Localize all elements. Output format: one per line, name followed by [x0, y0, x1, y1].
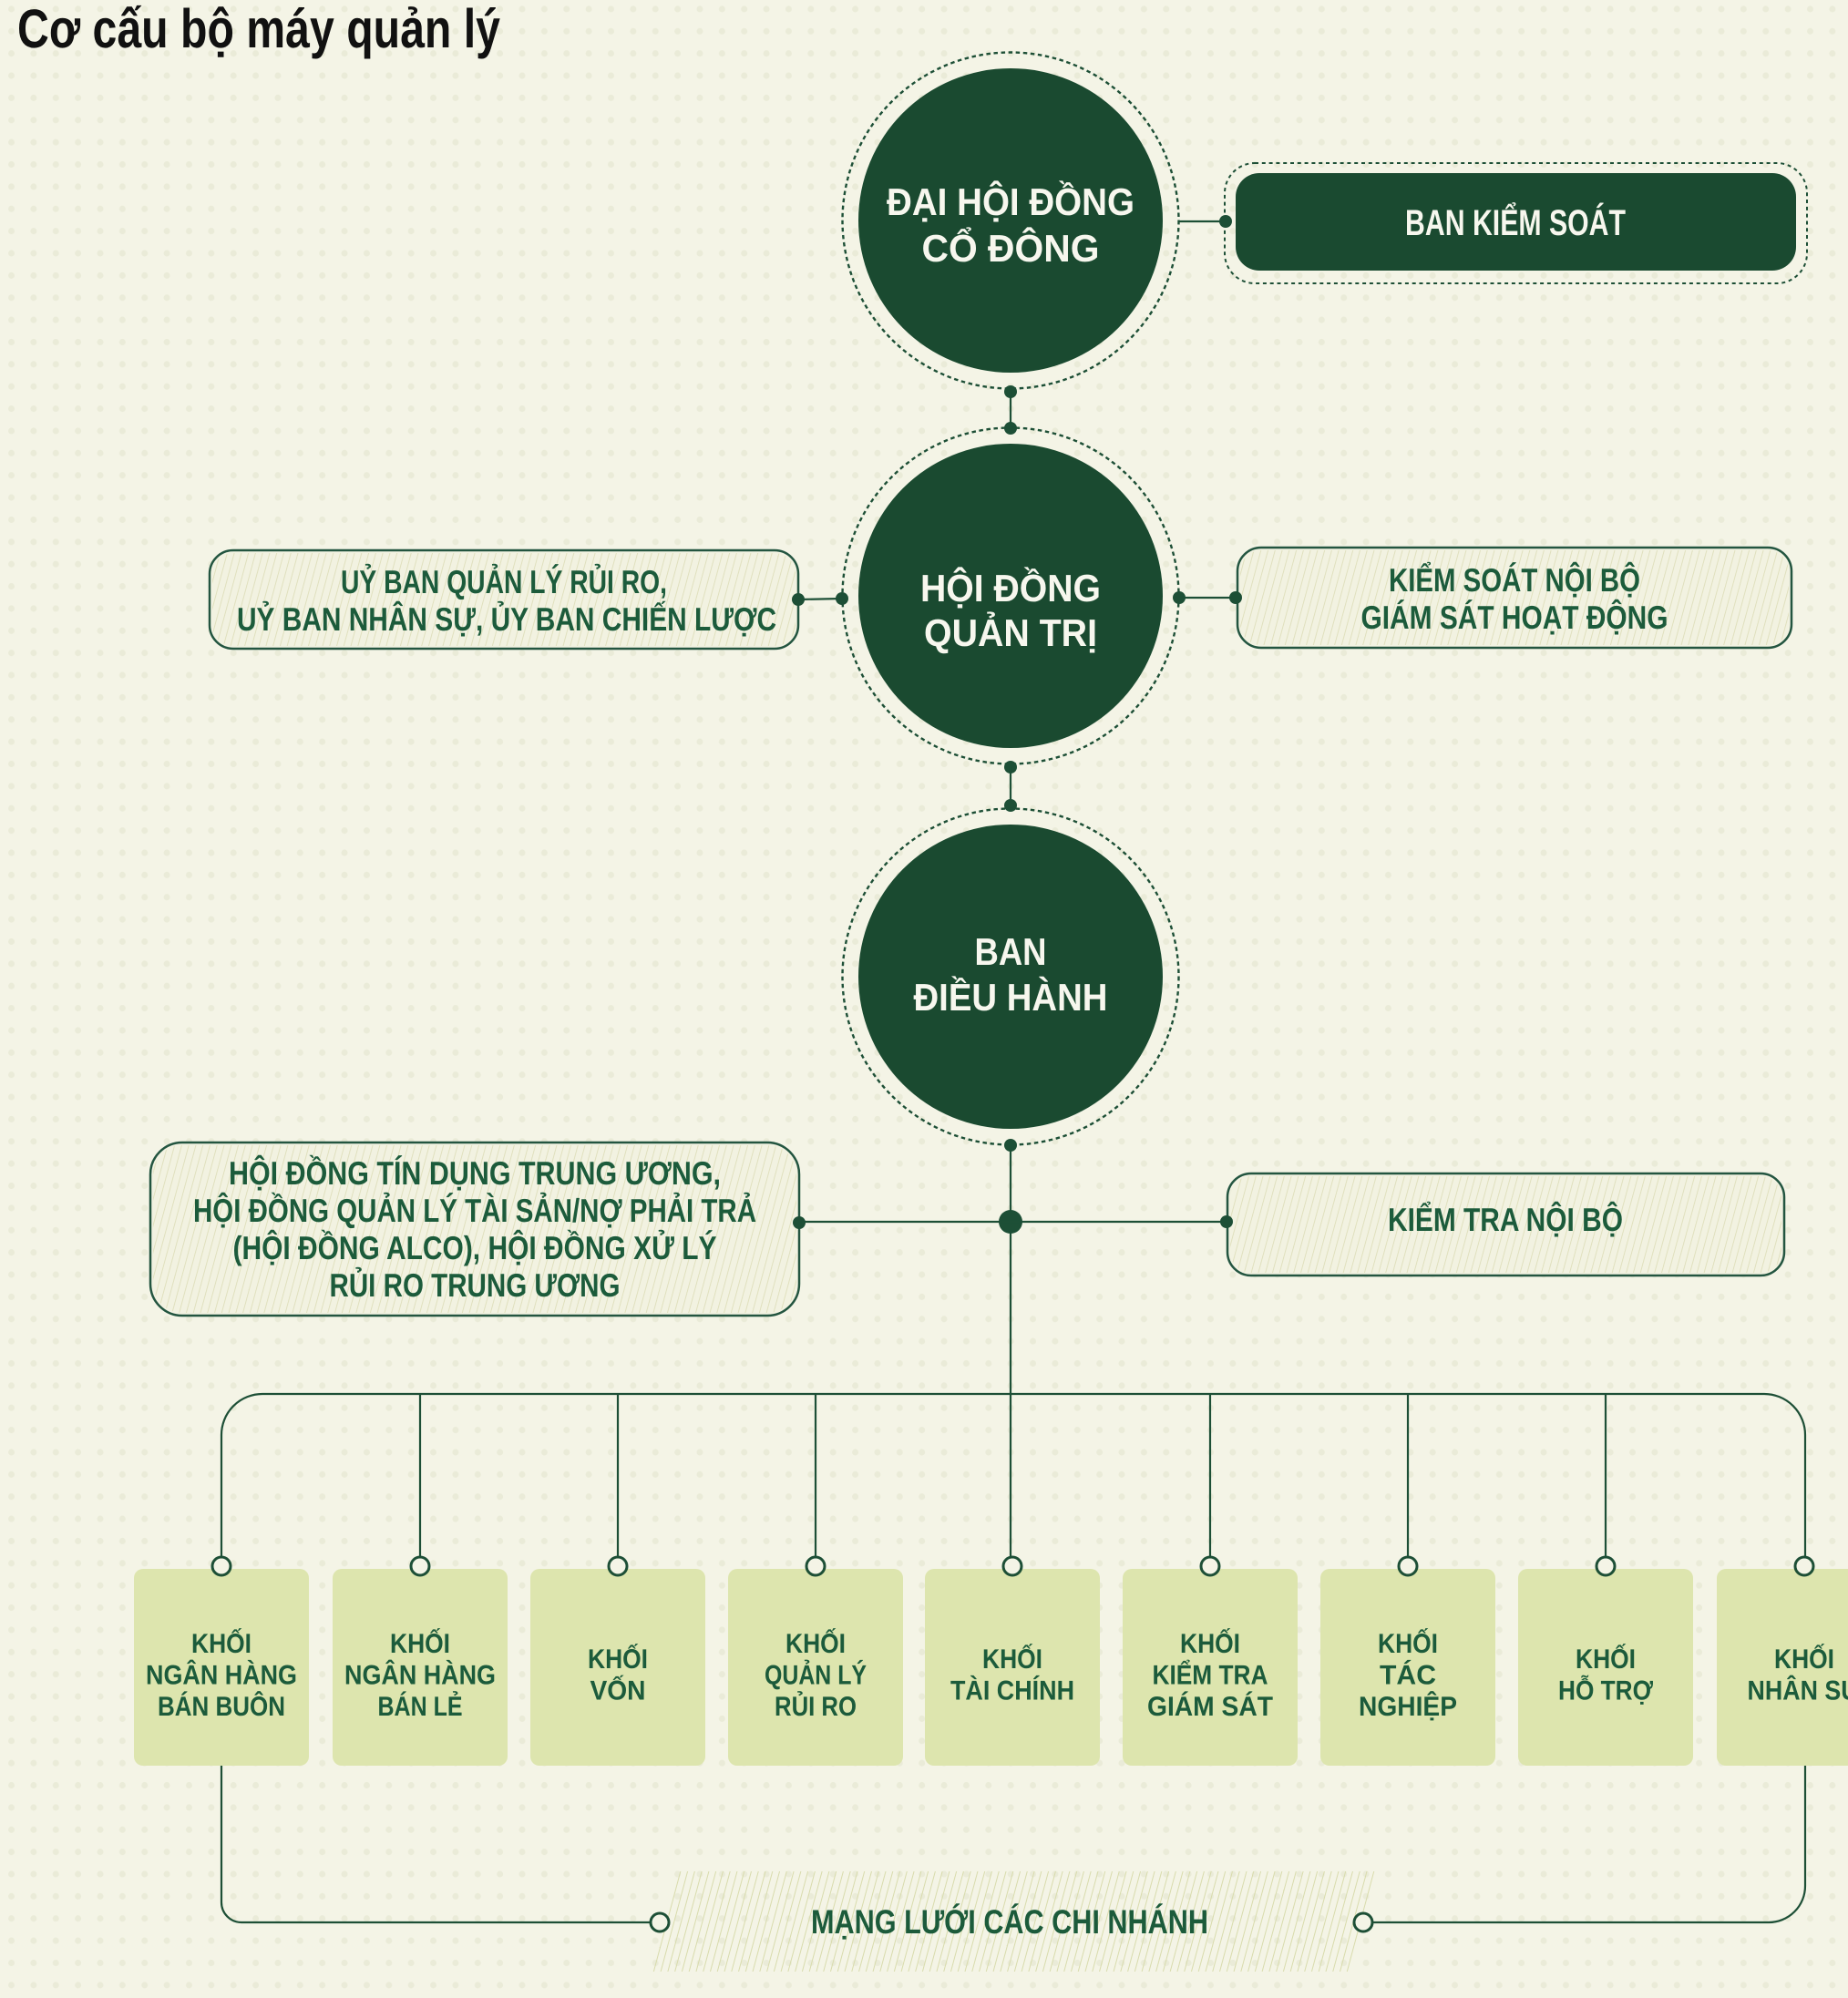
svg-text:NGÂN HÀNG: NGÂN HÀNG — [344, 1660, 496, 1691]
svg-text:BAN: BAN — [975, 930, 1047, 973]
svg-text:KHỐI: KHỐI — [1774, 1644, 1834, 1675]
svg-text:KHỐI: KHỐI — [588, 1644, 648, 1675]
svg-text:KHỐI: KHỐI — [982, 1644, 1042, 1675]
svg-text:QUẢN TRỊ: QUẢN TRỊ — [924, 611, 1097, 654]
svg-text:NGÂN HÀNG: NGÂN HÀNG — [146, 1660, 297, 1691]
svg-text:BÁN BUÔN: BÁN BUÔN — [158, 1691, 285, 1722]
svg-text:KHỐI: KHỐI — [1180, 1628, 1240, 1659]
svg-text:KHỐI: KHỐI — [390, 1628, 450, 1659]
svg-text:QUẢN LÝ: QUẢN LÝ — [765, 1660, 867, 1691]
svg-text:MẠNG LƯỚI CÁC CHI NHÁNH: MẠNG LƯỚI CÁC CHI NHÁNH — [811, 1903, 1208, 1941]
svg-text:(HỘI ĐỒNG ALCO), HỘI ĐỒNG XỬ L: (HỘI ĐỒNG ALCO), HỘI ĐỒNG XỬ LÝ — [233, 1229, 717, 1266]
svg-text:Cơ cấu bộ máy quản lý: Cơ cấu bộ máy quản lý — [17, 0, 500, 59]
svg-text:UỶ BAN QUẢN LÝ RỦI RO,: UỶ BAN QUẢN LÝ RỦI RO, — [341, 563, 667, 600]
svg-text:KIỂM TRA NỘI BỘ: KIỂM TRA NỘI BỘ — [1388, 1201, 1623, 1238]
svg-text:BÁN LẺ: BÁN LẺ — [378, 1691, 463, 1722]
svg-text:UỶ BAN NHÂN SỰ, ỦY BAN CHIẾN L: UỶ BAN NHÂN SỰ, ỦY BAN CHIẾN LƯỢC — [237, 600, 776, 638]
svg-text:BAN KIỂM SOÁT: BAN KIỂM SOÁT — [1405, 202, 1626, 243]
svg-text:HỖ TRỢ: HỖ TRỢ — [1558, 1675, 1653, 1706]
svg-text:ĐẠI HỘI ĐỒNG: ĐẠI HỘI ĐỒNG — [887, 180, 1134, 223]
svg-text:RỦI RO TRUNG ƯƠNG: RỦI RO TRUNG ƯƠNG — [330, 1266, 621, 1304]
svg-text:ĐIỀU HÀNH: ĐIỀU HÀNH — [914, 976, 1108, 1019]
svg-text:VỐN: VỐN — [590, 1675, 646, 1706]
svg-text:KIỂM TRA: KIỂM TRA — [1153, 1660, 1268, 1691]
svg-text:KIỂM SOÁT NỘI BỘ: KIỂM SOÁT NỘI BỘ — [1389, 561, 1640, 599]
svg-text:CỔ ĐÔNG: CỔ ĐÔNG — [922, 227, 1100, 270]
svg-text:HỘI ĐỒNG QUẢN LÝ TÀI SẢN/NỢ PH: HỘI ĐỒNG QUẢN LÝ TÀI SẢN/NỢ PHẢI TRẢ — [193, 1192, 756, 1229]
svg-text:NGHIỆP: NGHIỆP — [1359, 1691, 1457, 1722]
svg-text:TÀI CHÍNH: TÀI CHÍNH — [950, 1675, 1074, 1706]
svg-text:KHỐI: KHỐI — [1576, 1644, 1636, 1675]
svg-text:RỦI RO: RỦI RO — [775, 1691, 857, 1722]
svg-text:KHỐI: KHỐI — [191, 1628, 252, 1659]
svg-text:GIÁM SÁT HOẠT ĐỘNG: GIÁM SÁT HOẠT ĐỘNG — [1361, 599, 1668, 636]
svg-text:GIÁM SÁT: GIÁM SÁT — [1147, 1691, 1273, 1722]
svg-text:HỘI ĐỒNG: HỘI ĐỒNG — [920, 567, 1101, 610]
svg-text:TÁC: TÁC — [1380, 1660, 1436, 1691]
svg-text:KHỐI: KHỐI — [785, 1628, 846, 1659]
svg-text:NHÂN SỰ: NHÂN SỰ — [1748, 1675, 1848, 1706]
svg-text:HỘI ĐỒNG TÍN DỤNG TRUNG ƯƠNG,: HỘI ĐỒNG TÍN DỤNG TRUNG ƯƠNG, — [229, 1154, 721, 1192]
svg-text:KHỐI: KHỐI — [1378, 1628, 1438, 1659]
